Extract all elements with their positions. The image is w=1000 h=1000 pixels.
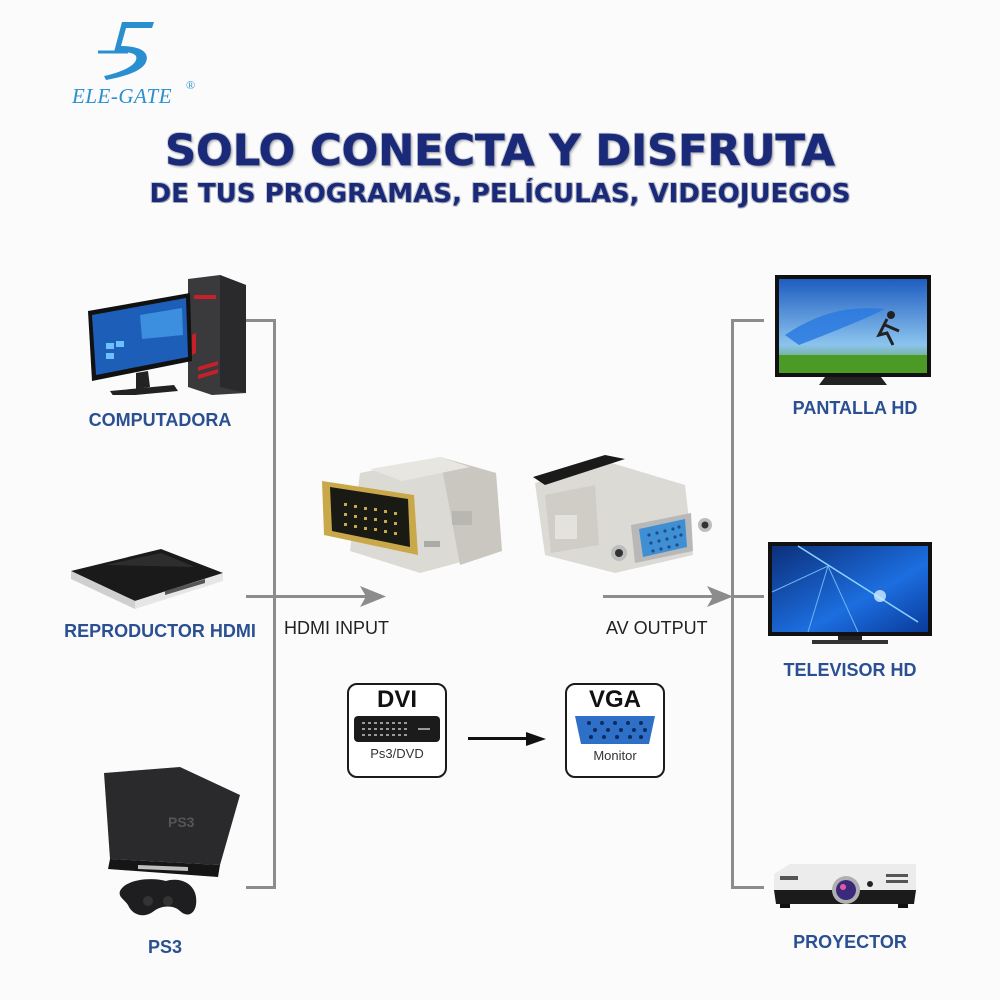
arrow-right-icon xyxy=(360,586,386,607)
game-console-icon: PS3 xyxy=(104,767,240,916)
registered-mark: ® xyxy=(186,78,196,92)
connector-line xyxy=(731,319,734,889)
device-label: REPRODUCTOR HDMI xyxy=(64,621,256,641)
vga-title: VGA xyxy=(588,686,641,713)
output-device-televisor-hd: TELEVISOR HD xyxy=(760,538,940,688)
dvi-title: DVI xyxy=(376,686,417,713)
input-device-computadora: COMPUTADORA xyxy=(60,270,260,440)
connector-line xyxy=(246,886,275,889)
device-label: PS3 xyxy=(147,937,183,957)
hdmi-input-label: HDMI INPUT xyxy=(284,618,389,638)
flat-screen-tv-icon xyxy=(775,275,931,385)
av-output-label: AV OUTPUT xyxy=(606,618,708,638)
dvi-subtitle: Ps3/DVD xyxy=(370,746,424,761)
vga-subtitle: Monitor xyxy=(593,748,637,763)
connector-line xyxy=(246,319,275,322)
input-device-reproductor-hdmi: REPRODUCTOR HDMI xyxy=(50,545,270,645)
television-icon xyxy=(768,542,932,644)
vga-port-icon xyxy=(575,716,655,744)
av-output-arrow-line xyxy=(603,595,713,598)
connector-line xyxy=(731,319,764,322)
vga-target-box: VGA Monitor xyxy=(565,683,665,778)
device-label: TELEVISOR HD xyxy=(783,660,917,680)
device-label: COMPUTADORA xyxy=(88,410,232,430)
projector-icon xyxy=(774,864,916,908)
arrow-right-icon xyxy=(526,732,546,746)
headline-title: SOLO CONECTA Y DISFRUTA xyxy=(165,126,835,177)
connector-line xyxy=(731,886,764,889)
dvi-source-box: DVI Ps3/DVD xyxy=(347,683,447,778)
device-label: PANTALLA HD xyxy=(792,398,918,418)
media-player-icon xyxy=(71,549,223,609)
output-device-pantalla-hd: PANTALLA HD xyxy=(765,270,945,420)
brand-name: ELE-GATE xyxy=(72,84,173,108)
arrow-right-icon xyxy=(707,586,733,607)
headline-subtitle: DE TUS PROGRAMAS, PELÍCULAS, VIDEOJUEGOS xyxy=(149,179,851,209)
svg-text:PS3: PS3 xyxy=(168,814,195,830)
vga-female-adapter-icon xyxy=(533,455,712,573)
dvi-male-adapter-icon xyxy=(322,457,502,573)
ele-gate-logo-icon xyxy=(98,22,154,80)
desktop-computer-icon xyxy=(88,275,246,395)
adapter-product xyxy=(310,455,712,585)
connector-line xyxy=(731,595,764,598)
dvi-port-icon xyxy=(354,716,440,742)
conversion-arrow xyxy=(468,732,548,746)
output-device-proyector: PROYECTOR xyxy=(760,860,940,960)
brand-logo: ELE-GATE ® xyxy=(72,18,202,110)
input-device-ps3: PS3 PS3 xyxy=(70,765,260,965)
connector-line xyxy=(273,319,276,889)
hdmi-input-arrow-line xyxy=(246,595,366,598)
device-label: PROYECTOR xyxy=(793,932,907,952)
